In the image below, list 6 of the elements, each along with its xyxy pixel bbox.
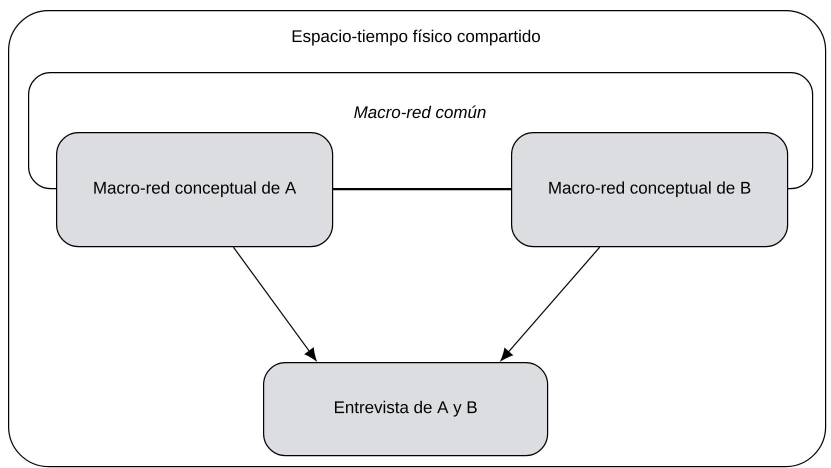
process-box: Entrevista de A y B <box>263 362 548 456</box>
arrow <box>232 246 317 361</box>
process-box: Macro-red conceptual de B <box>511 132 788 248</box>
connector-line <box>333 189 511 190</box>
arrow <box>500 246 600 361</box>
process-box: Macro-red conceptual de A <box>56 132 334 248</box>
